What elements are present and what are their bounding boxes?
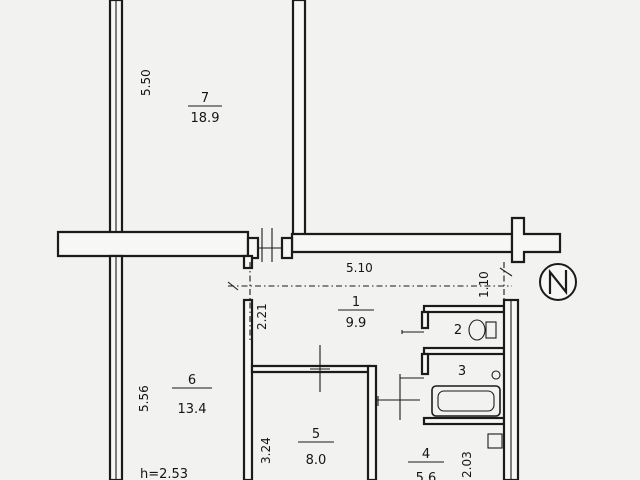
wall-bath-bottom — [422, 416, 506, 426]
svg-text:6: 6 — [188, 373, 196, 388]
wall-main-horizontal — [56, 230, 250, 258]
svg-text:8.0: 8.0 — [306, 453, 327, 468]
door-post-right — [280, 236, 294, 260]
room-2-label: 2 — [454, 323, 462, 338]
dim-room6-length: 5.56 — [137, 385, 151, 412]
room-1-label: 1 9.9 — [338, 295, 374, 331]
dim-corridor-width: 5.10 — [346, 261, 373, 275]
svg-text:2: 2 — [454, 323, 462, 338]
room-7-label: 7 18.9 — [188, 91, 222, 126]
dim-hall-depth: 2.21 — [255, 303, 269, 330]
wall-main-horizontal-right — [290, 232, 514, 254]
wall-bath-left — [420, 352, 430, 376]
svg-text:3: 3 — [458, 364, 466, 379]
dim-room5-width: 3.24 — [259, 437, 273, 464]
compass-icon — [539, 263, 577, 301]
wall-room7-right — [291, 0, 307, 240]
wall-stub-hall — [242, 254, 254, 270]
wall-wc-top — [422, 304, 506, 314]
svg-text:5.6: 5.6 — [416, 471, 437, 480]
room-4-label: 4 5.6 — [408, 447, 444, 480]
svg-text:9.9: 9.9 — [346, 316, 367, 331]
room-3-label: 3 — [458, 364, 466, 379]
wall-wc-left — [420, 310, 430, 330]
wall-partition-6-5 — [242, 298, 254, 480]
dim-room7-length: 5.50 — [139, 69, 153, 96]
dim-kitchen-depth: 2.03 — [460, 451, 474, 478]
dim-balcony-gap: 1.10 — [477, 271, 491, 298]
svg-text:4: 4 — [422, 447, 430, 462]
bathtub-fixture — [431, 370, 501, 417]
svg-text:13.4: 13.4 — [178, 402, 207, 417]
room-6-label: 6 13.4 — [172, 373, 212, 417]
svg-text:1: 1 — [352, 295, 360, 310]
kitchen-sink — [487, 433, 503, 449]
svg-text:18.9: 18.9 — [191, 111, 220, 126]
room-5-label: 5 8.0 — [298, 427, 334, 468]
wall-end-right — [510, 216, 562, 264]
wall-wc-mid — [422, 346, 506, 356]
svg-text:5: 5 — [312, 427, 320, 442]
svg-text:7: 7 — [201, 91, 209, 106]
toilet-fixture — [468, 319, 497, 341]
ceiling-height-label: h=2.53 — [140, 467, 188, 480]
wall-room5-right — [366, 364, 378, 480]
